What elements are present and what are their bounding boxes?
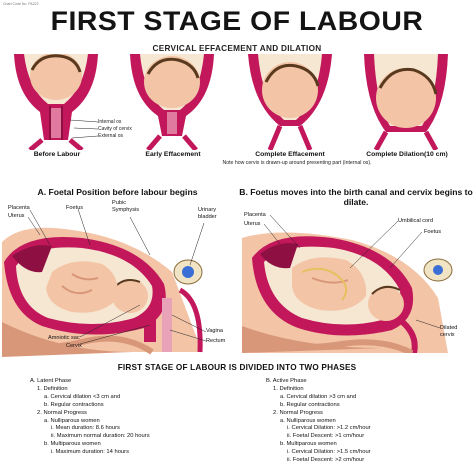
label-internal-os: Internal os xyxy=(98,119,122,125)
panel-a-illustration xyxy=(2,227,203,357)
stage-illustration-before-labour xyxy=(14,54,98,150)
active-line: ii. Foetal Descent: >2 cm/hour xyxy=(287,457,365,464)
label-b-placenta: Placenta xyxy=(244,212,266,218)
stage-illustration-complete-dilation xyxy=(364,54,448,150)
active-line: 1. Definition xyxy=(273,385,304,392)
latent-phase-list: A. Latent Phase 1. Definition a. Cervica… xyxy=(30,378,150,457)
label-a-cervix: Cervix xyxy=(66,343,82,349)
label-a-rectum: Rectum xyxy=(206,338,226,344)
stage-illustration-complete-effacement xyxy=(248,54,332,150)
label-cavity-of-cervix: Cavity of cervix xyxy=(98,126,132,132)
active-line: b. Multiparous women xyxy=(280,441,337,448)
cervix-leader-lines xyxy=(70,119,99,139)
label-b-umbilical-cord: Umbilical cord xyxy=(398,218,434,224)
note-text: Note how cervix is drawn-up around prese… xyxy=(222,160,372,166)
page-title: FIRST STAGE OF LABOUR xyxy=(50,6,424,36)
panel-a-title: A. Foetal Position before labour begins xyxy=(37,187,198,197)
active-line: B. Active Phase xyxy=(266,378,307,384)
latent-line: b. Multiparous women xyxy=(44,441,101,448)
latent-line: a. Cervical dilation <3 cm and xyxy=(44,393,121,400)
label-a-amniotic-sac: Amniotic sac xyxy=(48,335,80,341)
active-line: i. Cervical Dilation: >1.5 cm/hour xyxy=(287,449,371,456)
active-line: a. Cervical dilation >3 cm and xyxy=(280,393,357,400)
stage-label-complete-dilation: Complete Dilation(10 cm) xyxy=(366,151,448,158)
active-phase-list: B. Active Phase 1. Definition a. Cervica… xyxy=(266,378,371,465)
latent-line: i. Maximum duration: 14 hours xyxy=(51,449,129,456)
label-a-urinary-bladder: Urinary bladder xyxy=(198,207,217,220)
label-a-vagina: Vagina xyxy=(206,328,224,334)
label-a-placenta: Placenta xyxy=(8,205,30,211)
panel-b-illustration xyxy=(242,232,453,353)
latent-line: 1. Definition xyxy=(37,385,68,392)
label-b-foetus: Foetus xyxy=(424,229,442,235)
latent-line: ii. Maximum normal duration: 20 hours xyxy=(51,433,150,440)
panel-b-leader-lines xyxy=(263,214,441,329)
chart-code: Chart Code No. PA222 xyxy=(3,2,39,6)
active-line: i. Cervical Dilation: >1.2 cm/hour xyxy=(287,425,371,432)
latent-line: A. Latent Phase xyxy=(30,378,72,384)
panel-a-leader-lines xyxy=(27,208,207,345)
label-a-pubic-symphysis: Pubic Symphysis xyxy=(112,200,140,213)
active-line: 2. Normal Progress xyxy=(273,409,323,416)
latent-line: b. Regular contractions xyxy=(44,401,104,408)
cervix-stages-row: Internal os Cavity of cervix External os… xyxy=(0,54,474,166)
latent-line: 2. Normal Progress xyxy=(37,409,87,416)
phases-title: FIRST STAGE OF LABOUR IS DIVIDED INTO TW… xyxy=(117,363,357,372)
active-line: ii. Foetal Descent: >1 cm/hour xyxy=(287,433,365,440)
label-a-uterus: Uterus xyxy=(8,213,25,219)
section-subtitle: CERVICAL EFFACEMENT AND DILATION xyxy=(152,44,322,53)
label-b-dilated-cervix: Dilated cervix xyxy=(440,325,458,338)
active-line: b. Regular contractions xyxy=(280,401,340,408)
stage-label-before-labour: Before Labour xyxy=(33,151,81,158)
active-line: a. Nulliparous women xyxy=(280,417,336,424)
label-external-os: External os xyxy=(98,133,124,139)
stage-label-complete-effacement: Complete Effacement xyxy=(255,151,325,158)
label-a-foetus: Foetus xyxy=(66,205,84,211)
stage-label-early-effacement: Early Effacement xyxy=(145,151,201,158)
latent-line: a. Nulliparous women xyxy=(44,417,100,424)
panel-b-title: B. Foetus moves into the birth canal and… xyxy=(239,187,473,207)
stage-illustration-early-effacement xyxy=(130,54,214,150)
latent-line: i. Mean duration: 8.6 hours xyxy=(51,425,120,432)
label-b-uterus: Uterus xyxy=(244,221,261,227)
